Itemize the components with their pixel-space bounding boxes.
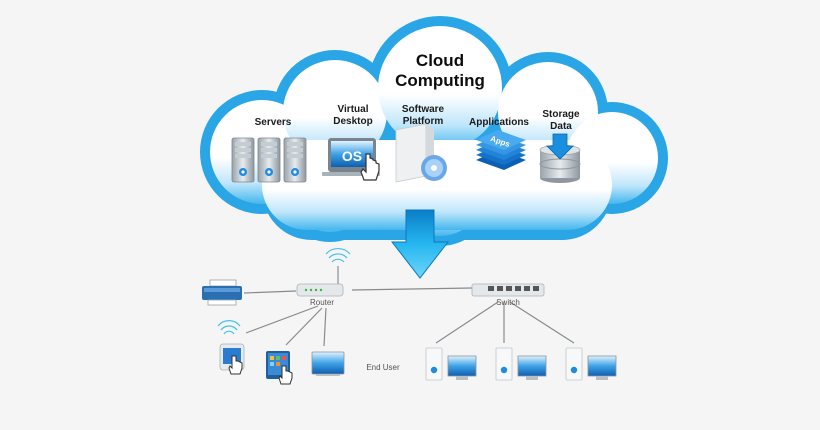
mobile-device-icon xyxy=(217,320,245,375)
servers-icon xyxy=(231,137,307,183)
software-platform-label-line2: Platform xyxy=(402,116,444,127)
os-badge-text: OS xyxy=(342,148,362,164)
switch-label: Switch xyxy=(496,298,520,307)
virtual-desktop-label-line1: Virtual xyxy=(337,104,369,115)
applications-icon: Apps xyxy=(476,130,526,170)
storage-data-label: Storage Data xyxy=(526,109,596,133)
end-user-label: End User xyxy=(366,363,400,372)
cloud-title-line2: Computing xyxy=(395,71,485,90)
network-connections xyxy=(243,287,575,347)
virtual-desktop-label-line2: Desktop xyxy=(333,116,373,127)
software-platform-label-line1: Software xyxy=(401,104,445,115)
applications-label: Applications xyxy=(468,117,529,128)
storage-data-label-line2: Data xyxy=(550,121,572,132)
storage-data-icon xyxy=(539,133,581,183)
storage-data-label-line1: Storage xyxy=(542,109,580,120)
hand-cursor-icon xyxy=(360,153,380,181)
servers-label: Servers xyxy=(254,117,292,128)
tablet-device-icon xyxy=(266,351,293,385)
printer-icon xyxy=(202,279,242,306)
cloud-to-network-arrow xyxy=(390,209,450,279)
cloud-title: Cloud Computing xyxy=(380,51,500,91)
virtual-desktop-icon: OS xyxy=(322,138,380,181)
virtual-desktop-label: Virtual Desktop xyxy=(318,104,388,128)
cloud-title-line1: Cloud xyxy=(415,51,465,70)
workstation-group-3 xyxy=(565,347,617,381)
monitor-icon xyxy=(311,351,345,376)
workstation-group-1 xyxy=(425,347,477,381)
workstation-group-2 xyxy=(495,347,547,381)
software-platform-label: Software Platform xyxy=(388,104,458,128)
software-platform-icon xyxy=(395,123,447,183)
router-icon xyxy=(296,248,351,297)
switch-icon xyxy=(471,283,545,297)
router-label: Router xyxy=(309,298,334,307)
